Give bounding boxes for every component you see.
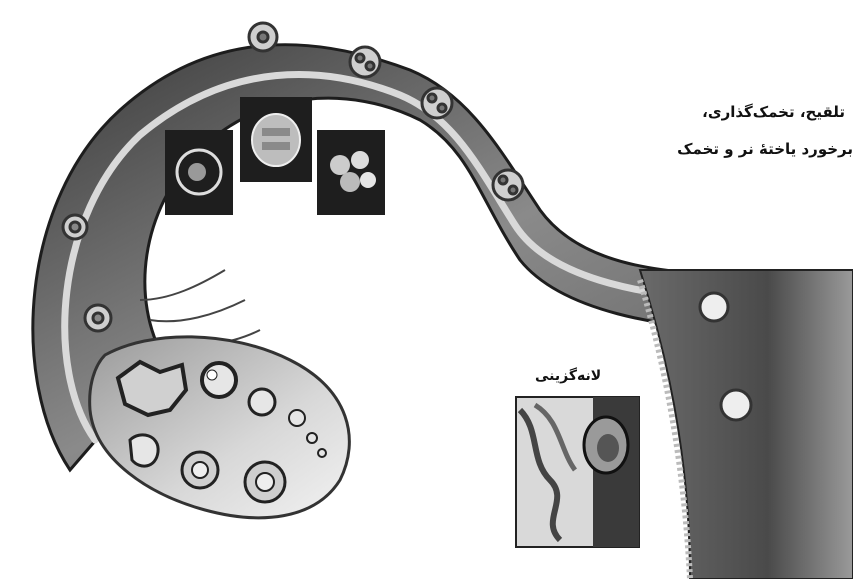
cell-5 <box>422 88 452 118</box>
follicle-2 <box>202 363 236 397</box>
fertilization-caption-line2: برخورد یاختهٔ نر و تخمک <box>677 140 853 158</box>
cell-6 <box>493 170 523 200</box>
follicle-6 <box>318 449 326 457</box>
blastocyst-1 <box>700 293 728 321</box>
fertilization-caption-line1: تلقیح، تخمک‌گذاری، <box>702 103 845 121</box>
follicle-7 <box>130 435 158 466</box>
implantation-caption: لانه‌گزینی <box>535 368 601 384</box>
uterus-wall <box>640 270 853 579</box>
cell-4 <box>350 47 380 77</box>
follicle-5 <box>307 433 317 443</box>
follicle-4 <box>289 410 305 426</box>
implantation-inset <box>516 397 639 547</box>
blastocyst-2 <box>721 390 751 420</box>
follicle-3 <box>249 389 275 415</box>
